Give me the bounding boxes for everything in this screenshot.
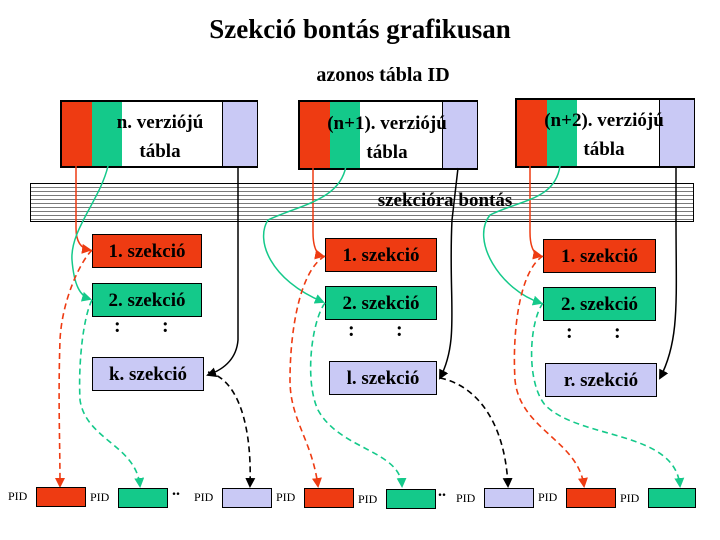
- pid-label: PID: [358, 492, 378, 506]
- table-version-n-plus-1: (n+1). verziójú tábla: [298, 100, 478, 170]
- pid-box: [648, 488, 696, 508]
- vertical-dots: :: [114, 315, 121, 337]
- dashed-arrow-black: [439, 377, 513, 488]
- dashed-arrow-green: [530, 302, 685, 488]
- dashed-arrow-green: [309, 302, 407, 488]
- section-box: 2. szekció: [92, 283, 202, 317]
- arrow-black: [439, 167, 459, 380]
- subtitle-table-id: azonos tábla ID: [316, 64, 450, 86]
- section-box: 2. szekció: [543, 287, 656, 321]
- ellipsis: ..: [172, 482, 180, 499]
- pid-box: [222, 488, 272, 508]
- vertical-dots: :: [566, 321, 573, 343]
- section-box: 2. szekció: [325, 286, 437, 320]
- table-label-line2: tábla: [366, 142, 408, 163]
- section-box: l. szekció: [329, 361, 437, 395]
- arrow-black: [206, 166, 239, 378]
- section-box: 1. szekció: [543, 239, 656, 273]
- pid-box: [304, 488, 354, 508]
- pid-label: PID: [276, 490, 296, 504]
- pid-box: [484, 488, 534, 508]
- pid-box: [386, 489, 436, 509]
- table-version-n-plus-2: (n+2). verziójú tábla: [515, 98, 695, 168]
- pid-box: [566, 488, 616, 508]
- arrow-black: [659, 166, 678, 380]
- pid-label: PID: [620, 491, 640, 505]
- arrow-red: [75, 166, 92, 254]
- diagram-title: Szekció bontás grafikusan: [209, 14, 511, 44]
- pid-label: PID: [8, 489, 28, 503]
- pid-label: PID: [538, 490, 558, 504]
- vertical-dots: :: [614, 321, 621, 343]
- arrow-green: [71, 165, 109, 302]
- dashed-arrow-green: [78, 299, 145, 488]
- dashed-arrow-red: [54, 249, 93, 488]
- dashed-arrow-red: [513, 255, 588, 488]
- dashed-arrow-black: [207, 371, 256, 488]
- table-label-line1: n. verziójú: [116, 112, 204, 133]
- pid-label: PID: [456, 491, 476, 505]
- vertical-dots: :: [348, 319, 355, 341]
- pid-label: PID: [194, 490, 214, 504]
- table-label-line2: tábla: [583, 139, 625, 160]
- vertical-dots: :: [162, 315, 169, 337]
- pid-label: PID: [90, 490, 110, 504]
- table-label-line2: tábla: [139, 141, 181, 162]
- arrow-red: [312, 166, 325, 260]
- table-version-n: n. verziójú tábla: [60, 100, 258, 168]
- dashed-arrow-red: [289, 255, 326, 488]
- arrow-red: [529, 166, 543, 260]
- table-label-line1: (n+2). verziójú: [544, 110, 664, 131]
- table-label-line1: (n+1). verziójú: [327, 113, 447, 134]
- pid-box: [36, 487, 86, 507]
- arrow-green: [262, 165, 347, 304]
- section-box: r. szekció: [545, 363, 657, 397]
- section-box: 1. szekció: [92, 234, 202, 268]
- pid-box: [118, 488, 168, 508]
- section-box: k. szekció: [92, 357, 204, 391]
- section-split-label: szekcióra bontás: [377, 190, 513, 211]
- vertical-dots: :: [396, 319, 403, 341]
- arrow-green: [483, 165, 561, 306]
- section-box: 1. szekció: [325, 238, 437, 272]
- section-split-band: [30, 183, 694, 222]
- ellipsis: ..: [438, 483, 446, 500]
